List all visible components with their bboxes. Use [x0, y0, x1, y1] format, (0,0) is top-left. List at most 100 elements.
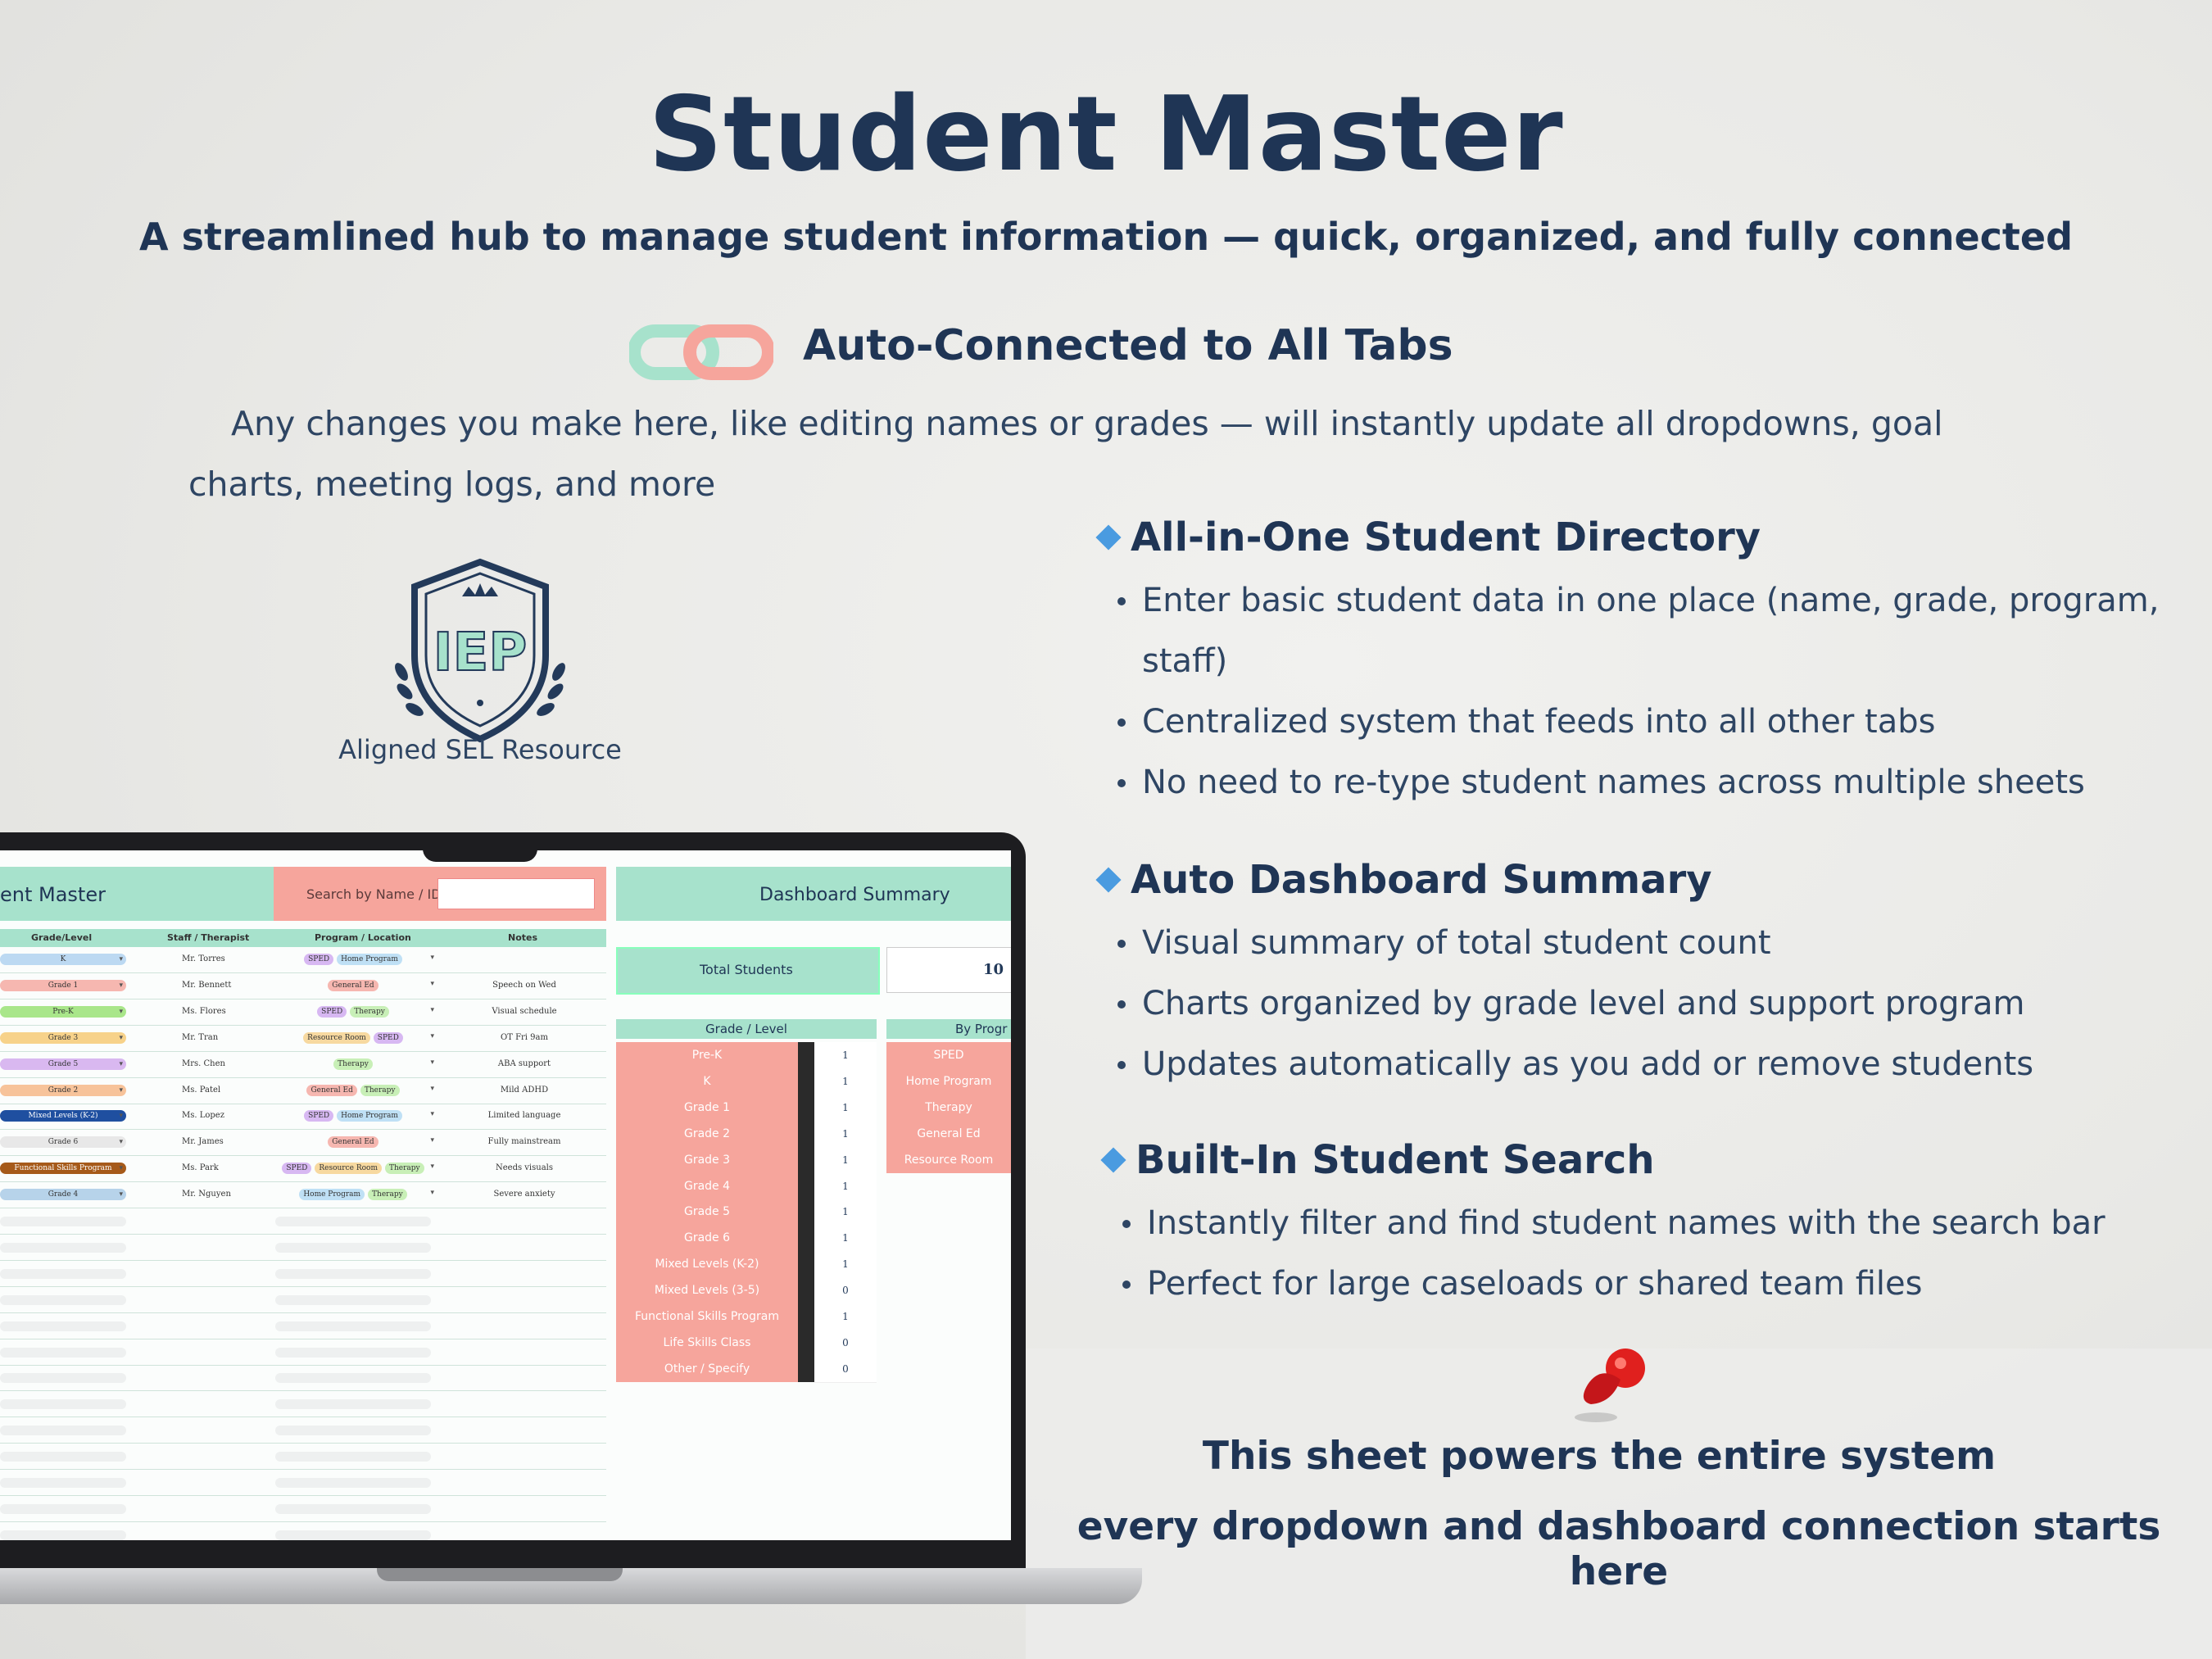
grade-dropdown[interactable]: Mixed Levels (K-2) — [0, 1110, 126, 1122]
notes-cell: Severe anxiety — [493, 1190, 555, 1199]
program-dropdown-empty[interactable] — [275, 1503, 431, 1514]
table-row[interactable] — [0, 1391, 606, 1418]
table-row[interactable] — [0, 1417, 606, 1444]
program-chip: SPED — [282, 1163, 312, 1175]
notes-cell: Fully mainstream — [487, 1137, 561, 1147]
program-dropdown-empty[interactable] — [275, 1321, 431, 1331]
program-dropdown-empty[interactable] — [275, 1294, 431, 1305]
staff-cell: Mr. James — [182, 1137, 224, 1147]
grade-dropdown-empty[interactable] — [0, 1242, 126, 1253]
table-row[interactable] — [0, 1339, 606, 1366]
grade-summary-count: 0 — [814, 1355, 877, 1383]
table-row[interactable] — [0, 1365, 606, 1392]
badge-logo-text: IEP — [433, 623, 527, 683]
table-row[interactable] — [0, 1470, 606, 1496]
program-dropdown[interactable]: Therapy — [275, 1058, 434, 1070]
table-row[interactable] — [0, 1444, 606, 1471]
table-row[interactable]: Grade 5Mrs. ChenTherapyABA support — [0, 1052, 606, 1078]
program-dropdown-empty[interactable] — [275, 1478, 431, 1488]
program-dropdown-empty[interactable] — [275, 1452, 431, 1462]
staff-cell: Mr. Torres — [182, 954, 225, 963]
grade-summary-count: 1 — [814, 1303, 877, 1330]
table-row[interactable] — [0, 1235, 606, 1261]
grade-dropdown[interactable]: Grade 4 — [0, 1189, 126, 1201]
grade-dropdown-empty[interactable] — [0, 1452, 126, 1462]
staff-cell: Mr. Tran — [182, 1032, 219, 1042]
grade-dropdown[interactable]: Grade 3 — [0, 1031, 126, 1044]
table-row[interactable]: Functional Skills ProgramMs. ParkSPEDRes… — [0, 1156, 606, 1183]
grade-dropdown[interactable]: Grade 6 — [0, 1136, 126, 1149]
table-row[interactable]: Grade 6 Mr. James General Ed Fully mainstre… — [0, 1130, 606, 1157]
shield-badge-icon: IEP — [395, 558, 565, 743]
program-chip: SPED — [304, 954, 334, 965]
grade-dropdown[interactable]: Grade 2 — [0, 1084, 126, 1096]
grade-dropdown-empty[interactable] — [0, 1373, 126, 1384]
program-dropdown-empty[interactable] — [275, 1399, 431, 1410]
program-dropdown-empty[interactable] — [275, 1217, 431, 1226]
page-title: Student Master — [648, 74, 1564, 194]
program-dropdown-empty[interactable] — [275, 1426, 431, 1436]
search-input[interactable] — [437, 878, 595, 909]
grade-summary-label: Grade 2 — [616, 1120, 798, 1147]
grade-dropdown-empty[interactable] — [0, 1321, 126, 1331]
staff-cell: Ms. Flores — [182, 1006, 226, 1016]
table-row[interactable] — [0, 1313, 606, 1339]
table-row[interactable] — [0, 1208, 606, 1235]
table-row[interactable] — [0, 1496, 606, 1522]
grade-dropdown-empty[interactable] — [0, 1347, 126, 1358]
grade-dropdown-empty[interactable] — [0, 1503, 126, 1514]
grade-dropdown[interactable]: Pre-K — [0, 1005, 126, 1018]
program-dropdown-empty[interactable] — [275, 1268, 431, 1279]
column-headers: Grade/Level Staff / Therapist Program / … — [0, 929, 606, 947]
grade-dropdown[interactable]: Grade 1 — [0, 979, 126, 991]
notes-cell: ABA support — [497, 1058, 551, 1068]
dashboard-title: Dashboard Summary — [759, 885, 950, 905]
grade-summary-count: 1 — [814, 1146, 877, 1174]
program-dropdown-empty[interactable] — [275, 1530, 431, 1540]
program-dropdown-empty[interactable] — [275, 1347, 431, 1358]
program-dropdown-empty[interactable] — [275, 1242, 431, 1253]
program-dropdown-empty[interactable] — [275, 1373, 431, 1384]
grade-dropdown[interactable]: Functional Skills Program — [0, 1163, 126, 1175]
program-chip: Resource Room — [303, 1031, 370, 1044]
grade-dropdown-empty[interactable] — [0, 1399, 126, 1410]
column-header-staff: Staff / Therapist — [167, 932, 250, 943]
table-row[interactable] — [0, 1261, 606, 1287]
search-area: Search by Name / ID — [274, 867, 606, 921]
program-chip: General Ed — [328, 979, 378, 991]
grade-dropdown-empty[interactable] — [0, 1217, 126, 1226]
grade-dropdown[interactable]: K — [0, 954, 126, 965]
program-dropdown[interactable]: General Ed — [275, 1136, 434, 1149]
table-row[interactable] — [0, 1522, 606, 1540]
program-dropdown[interactable]: General Ed — [275, 979, 434, 991]
grade-dropdown[interactable]: Grade 5 — [0, 1058, 126, 1070]
table-row[interactable]: Pre-KMs. FloresSPEDTherapyVisual schedul… — [0, 999, 606, 1026]
grade-summary-count: 1 — [814, 1067, 877, 1095]
grade-dropdown-empty[interactable] — [0, 1294, 126, 1305]
grade-summary-label: Mixed Levels (3-5) — [616, 1277, 798, 1304]
grade-dropdown-empty[interactable] — [0, 1530, 126, 1540]
grade-dropdown-empty[interactable] — [0, 1478, 126, 1488]
grade-dropdown-empty[interactable] — [0, 1268, 126, 1279]
grade-dropdown-empty[interactable] — [0, 1426, 126, 1436]
table-row[interactable] — [0, 1287, 606, 1313]
badge-caption: Aligned SEL Resource — [338, 734, 622, 765]
staff-cell: Ms. Lopez — [182, 1111, 224, 1121]
